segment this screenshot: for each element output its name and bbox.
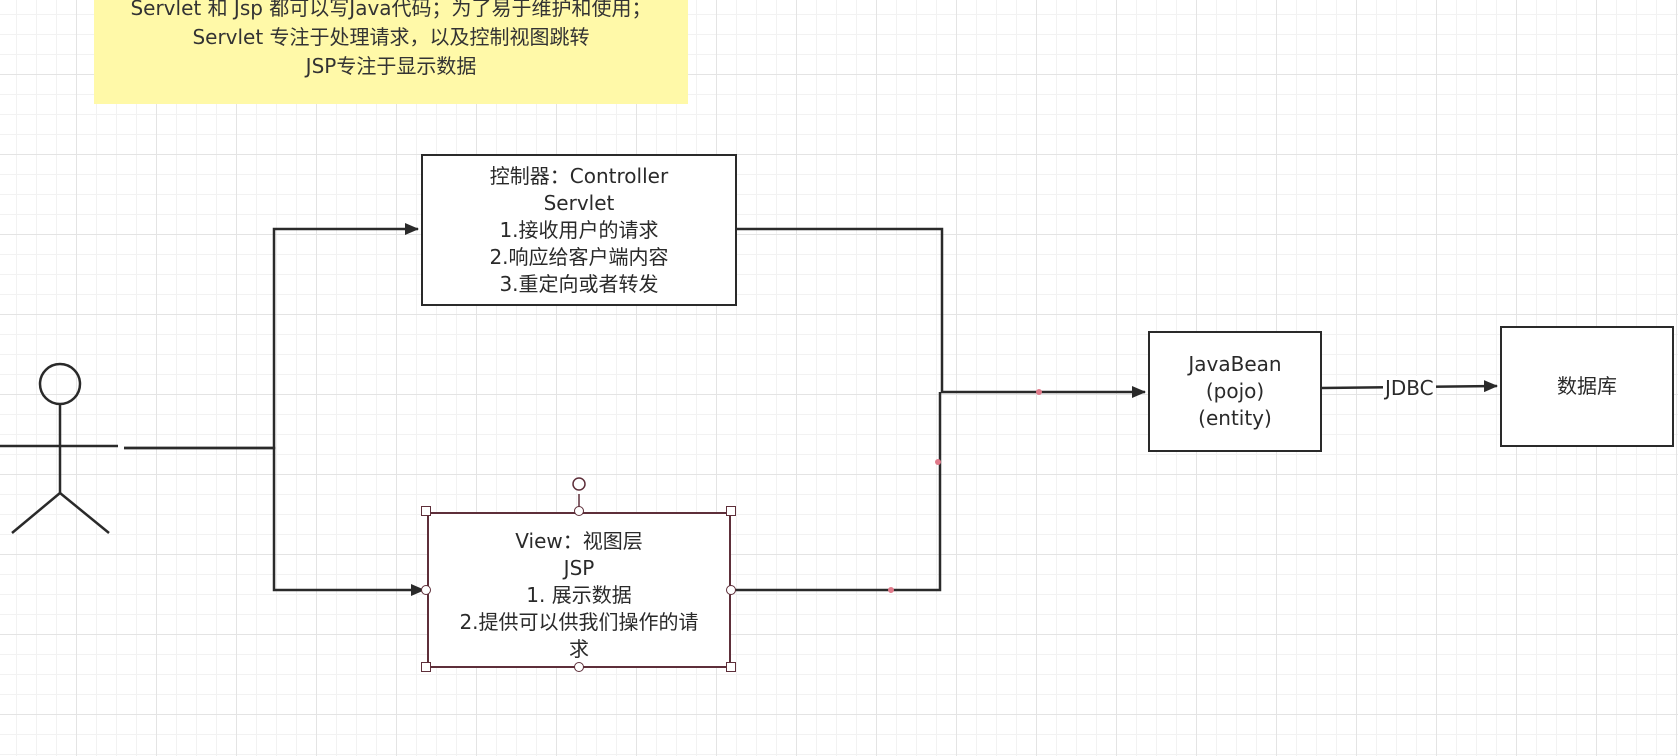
view-item-1: 1. 展示数据 [526, 583, 632, 607]
arrow-actor-to-view[interactable] [124, 446, 425, 596]
sticky-note[interactable]: Servlet 和 Jsp 都可以写Java代码；为了易于维护和使用； Serv… [94, 0, 688, 104]
javabean-entity: (entity) [1198, 406, 1272, 430]
database-label: 数据库 [1557, 374, 1617, 398]
connect-handle-left[interactable] [421, 585, 431, 595]
arrow-actor-to-controller[interactable] [124, 223, 419, 450]
controller-item-3: 3.重定向或者转发 [499, 271, 659, 296]
controller-box[interactable]: 控制器：Controller Servlet 1.接收用户的请求 2.响应给客户… [421, 154, 737, 306]
view-item-2-wrap: 求 [569, 637, 589, 661]
view-item-2: 2.提供可以供我们操作的请 [459, 610, 699, 634]
javabean-pojo: (pojo) [1205, 379, 1265, 403]
resize-handle-bottom-right[interactable] [726, 662, 736, 672]
waypoint-dots [888, 389, 1042, 593]
javabean-title: JavaBean [1188, 352, 1282, 376]
actor-icon[interactable] [0, 362, 118, 534]
resize-handle-top-left[interactable] [421, 506, 431, 516]
javabean-box[interactable]: JavaBean (pojo) (entity) [1148, 331, 1322, 452]
resize-handle-top-center[interactable] [574, 506, 584, 516]
jdbc-label: JDBC [1383, 376, 1436, 400]
database-box[interactable]: 数据库 [1500, 326, 1674, 447]
note-line-1: Servlet 和 Jsp 都可以写Java代码；为了易于维护和使用； [130, 0, 652, 20]
note-line-3: JSP专注于显示数据 [305, 54, 477, 78]
resize-handle-bottom-center[interactable] [574, 662, 584, 672]
note-line-2: Servlet 专注于处理请求，以及控制视图跳转 [192, 25, 590, 49]
controller-title: 控制器：Controller [489, 163, 669, 188]
view-box[interactable]: View：视图层 JSP 1. 展示数据 2.提供可以供我们操作的请 求 [427, 512, 731, 668]
controller-item-1: 1.接收用户的请求 [499, 217, 659, 242]
connect-handle-right[interactable] [726, 585, 736, 595]
line-view-to-javabean[interactable] [731, 392, 942, 592]
view-subtitle: JSP [563, 556, 595, 580]
view-title: View：视图层 [515, 529, 643, 553]
controller-subtitle: Servlet [543, 190, 615, 215]
resize-handle-bottom-left[interactable] [421, 662, 431, 672]
arrow-controller-to-javabean[interactable] [737, 227, 1146, 398]
resize-handle-top-right[interactable] [726, 506, 736, 516]
controller-item-2: 2.响应给客户端内容 [489, 244, 669, 269]
